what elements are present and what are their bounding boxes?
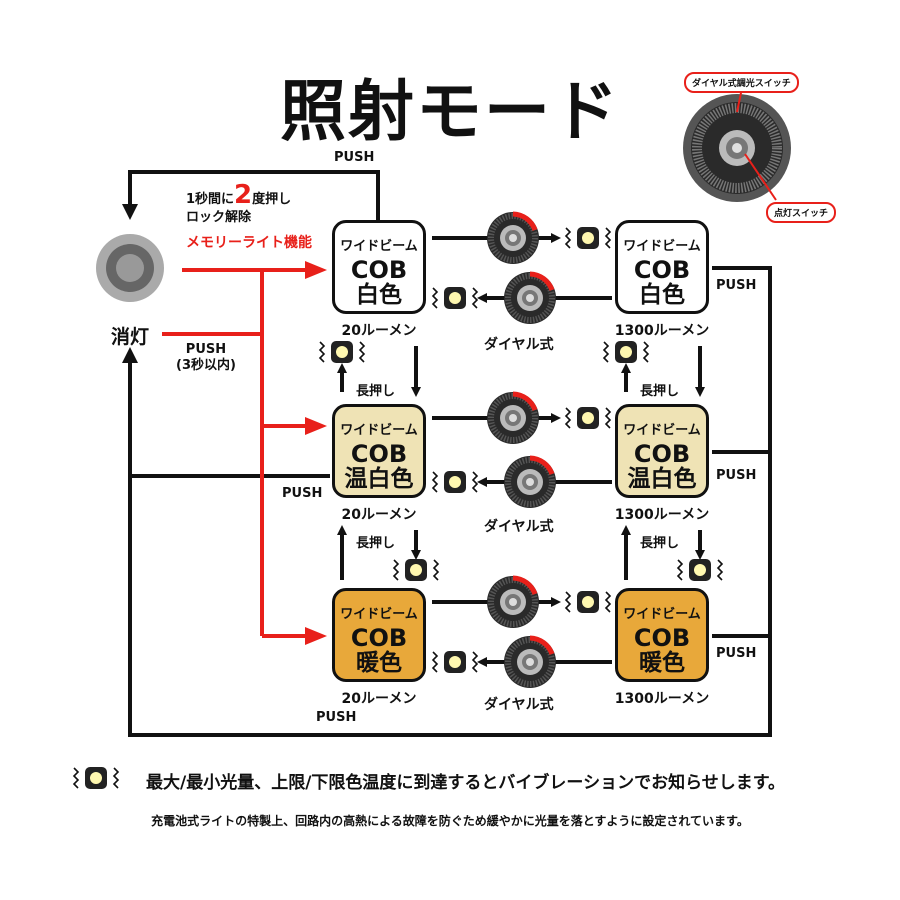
mode-warmwhite-1300lm: ワイドビーム COB 温白色 [615, 404, 709, 498]
cob-label: COB [633, 624, 691, 652]
unlock-text-b: 度押し [252, 192, 292, 207]
col-left-arrows [319, 340, 439, 582]
cob-label: COB [350, 440, 408, 468]
page-title: 照射モード [280, 73, 620, 150]
dial-icon [504, 272, 556, 324]
mode-white-20lm: ワイドビーム COB 白色 [332, 220, 426, 314]
lumen-label: 20ルーメン [341, 507, 417, 523]
beam-label: ワイドビーム [340, 423, 418, 438]
mode-warmwhite-20lm: ワイドビーム COB 温白色 [332, 404, 426, 498]
memory-light-label: メモリーライト機能 [186, 235, 312, 251]
long-press-label: 長押し [356, 384, 396, 399]
lumen-label: 1300ルーメン [614, 323, 710, 339]
off-button-icon [96, 234, 164, 302]
beam-label: ワイドビーム [623, 239, 701, 254]
color-label: 白色 [356, 282, 402, 308]
mode-warm-20lm: ワイドビーム COB 暖色 [332, 588, 426, 682]
push-label-ww: PUSH [716, 468, 757, 483]
long-press-label: 長押し [640, 536, 680, 551]
long-press-label: 長押し [356, 536, 396, 551]
off-state-box [80, 218, 180, 318]
lumen-label: 20ルーメン [341, 691, 417, 707]
cob-label: COB [633, 440, 691, 468]
vibration-icon [565, 226, 611, 250]
row-white-arrows [432, 212, 612, 324]
beam-label: ワイドビーム [623, 607, 701, 622]
thermal-note: 充電池式ライトの特製上、回路内の高熱による故障を防ぐため緩やかに光量を落とすよう… [151, 814, 749, 828]
push-label-warm: PUSH [716, 646, 757, 661]
beam-label: ワイドビーム [340, 607, 418, 622]
legend-vibration-icon [73, 766, 119, 790]
cob-label: COB [350, 624, 408, 652]
push-loop-top [122, 170, 380, 222]
mode-warm-1300lm: ワイドビーム COB 暖色 [615, 588, 709, 682]
color-label: 温白色 [627, 466, 697, 492]
color-label: 白色 [639, 282, 685, 308]
device-switch-icon [683, 87, 791, 202]
unlock-text-c: ロック解除 [186, 210, 252, 225]
push-bus-right [122, 266, 772, 737]
push-label-bottom: PUSH [316, 710, 357, 725]
cob-label: COB [350, 256, 408, 284]
lumen-label: 1300ルーメン [614, 691, 710, 707]
unlock-text-a: 1秒間に [186, 192, 235, 207]
mode-white-1300lm: ワイドビーム COB 白色 [615, 220, 709, 314]
long-press-label: 長押し [640, 384, 680, 399]
lumen-label: 1300ルーメン [614, 507, 710, 523]
push-label-white: PUSH [716, 278, 757, 293]
dial-type-label: ダイヤル式 [484, 519, 554, 535]
dial-type-label: ダイヤル式 [484, 697, 554, 713]
dial-type-label: ダイヤル式 [484, 337, 554, 353]
color-label: 暖色 [639, 650, 685, 676]
col-right-arrows [603, 340, 723, 582]
push-label-middle: PUSH [282, 486, 323, 501]
push-label-top: PUSH [334, 150, 375, 165]
beam-label: ワイドビーム [340, 239, 418, 254]
cob-label: COB [633, 256, 691, 284]
dial-switch-tag: ダイヤル式調光スイッチ [684, 72, 799, 93]
beam-label: ワイドビーム [623, 423, 701, 438]
power-switch-tag: 点灯スイッチ [766, 202, 837, 223]
push-hold-label: PUSH (3秒以内) [176, 342, 236, 373]
row-ww-arrows [432, 392, 612, 508]
color-label: 温白色 [344, 466, 414, 492]
row-warm-arrows [432, 576, 612, 688]
color-label: 暖色 [356, 650, 402, 676]
lumen-label: 20ルーメン [341, 323, 417, 339]
unlock-count: 2 [234, 180, 253, 210]
off-label: 消灯 [110, 326, 149, 348]
vibration-icon [432, 286, 478, 310]
dial-icon [487, 212, 539, 264]
unlock-instruction: 1秒間に2度押し ロック解除 [186, 182, 292, 227]
vibration-note: 最大/最小光量、上限/下限色温度に到達するとバイブレーションでお知らせします。 [146, 773, 786, 793]
